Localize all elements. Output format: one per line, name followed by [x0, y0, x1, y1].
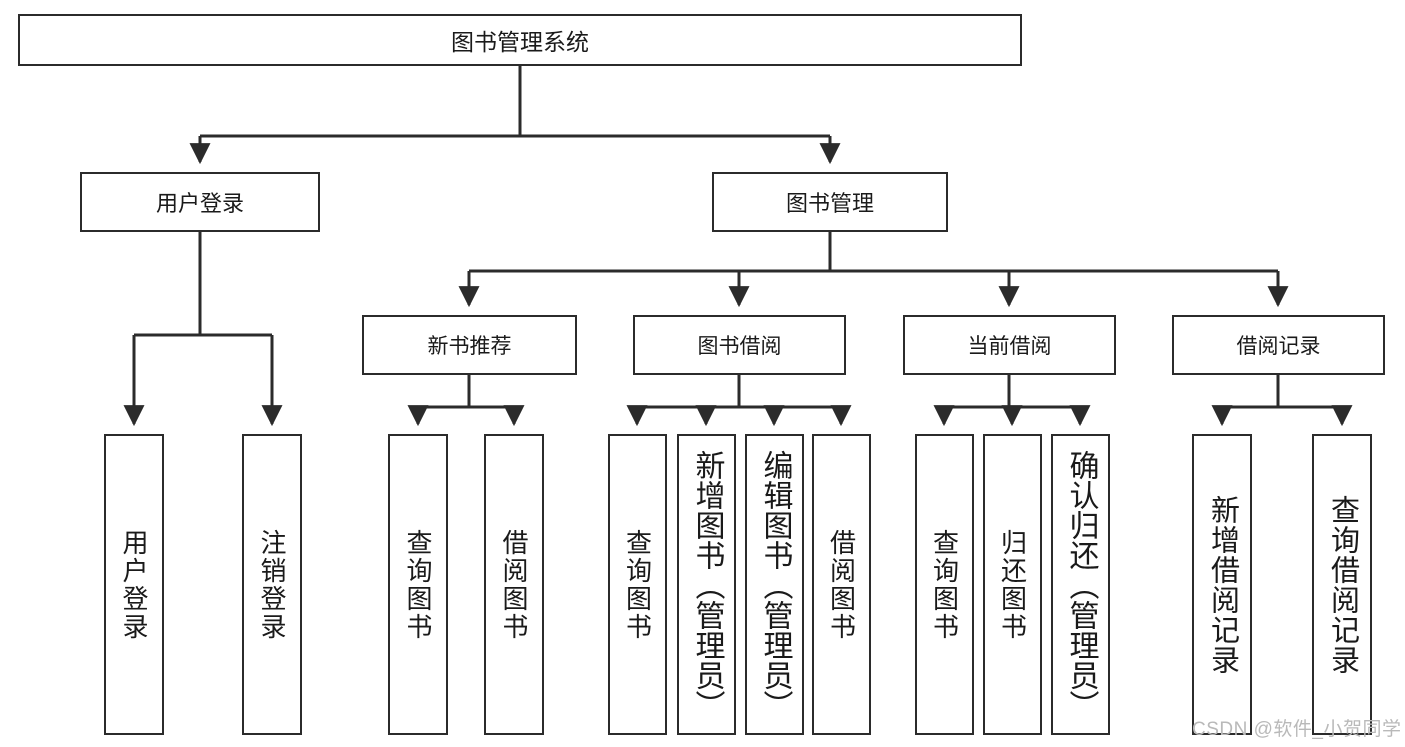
leaf-query-borrow-record[interactable]: 查询借阅记录 [1312, 434, 1372, 735]
leaf-confirm-return-admin[interactable]: 确认归还（管理员） [1051, 434, 1110, 735]
node-user-login[interactable]: 用户登录 [80, 172, 320, 232]
leaf-return-book[interactable]: 归还图书 [983, 434, 1042, 735]
leaf-query-borrow-record-label: 查询借阅记录 [1326, 494, 1359, 675]
leaf-add-borrow-record[interactable]: 新增借阅记录 [1192, 434, 1252, 735]
node-book-borrow[interactable]: 图书借阅 [633, 315, 846, 375]
leaf-confirm-return-admin-label: 确认归还（管理员） [1064, 449, 1098, 720]
leaf-edit-book-admin[interactable]: 编辑图书（管理员） [745, 434, 804, 735]
node-new-book-recommend-label: 新书推荐 [427, 335, 512, 358]
node-current-borrow[interactable]: 当前借阅 [903, 315, 1116, 375]
leaf-logout[interactable]: 注销登录 [242, 434, 302, 735]
node-root[interactable]: 图书管理系统 [18, 14, 1022, 66]
csdn-watermark: CSDN @软件_小贺同学 [1192, 719, 1402, 740]
leaf-query-book-current-label: 查询图书 [929, 528, 960, 641]
leaf-edit-book-admin-label: 编辑图书（管理员） [758, 449, 792, 720]
leaf-add-borrow-record-label: 新增借阅记录 [1206, 494, 1239, 675]
leaf-add-book-admin-label: 新增图书（管理员） [690, 449, 724, 720]
node-new-book-recommend[interactable]: 新书推荐 [362, 315, 577, 375]
node-book-management[interactable]: 图书管理 [712, 172, 948, 232]
leaf-logout-label: 注销登录 [257, 528, 287, 641]
node-root-label: 图书管理系统 [451, 29, 589, 55]
node-user-login-label: 用户登录 [155, 191, 244, 216]
node-book-borrow-label: 图书借阅 [697, 335, 782, 358]
leaf-borrow-book-recommend-label: 借阅图书 [499, 528, 529, 641]
leaf-query-book-borrow[interactable]: 查询图书 [608, 434, 667, 735]
leaf-return-book-label: 归还图书 [997, 528, 1028, 641]
leaf-query-book-recommend-label: 查询图书 [403, 528, 433, 641]
leaf-query-book-borrow-label: 查询图书 [622, 528, 653, 641]
leaf-user-login[interactable]: 用户登录 [104, 434, 164, 735]
leaf-query-book-recommend[interactable]: 查询图书 [388, 434, 448, 735]
leaf-add-book-admin[interactable]: 新增图书（管理员） [677, 434, 736, 735]
leaf-borrow-book-borrow-label: 借阅图书 [826, 528, 857, 641]
node-borrow-record-label: 借阅记录 [1236, 335, 1321, 358]
leaf-borrow-book-borrow[interactable]: 借阅图书 [812, 434, 871, 735]
node-book-management-label: 图书管理 [785, 191, 874, 216]
leaf-user-login-label: 用户登录 [119, 528, 149, 641]
node-current-borrow-label: 当前借阅 [967, 335, 1052, 358]
leaf-query-book-current[interactable]: 查询图书 [915, 434, 974, 735]
leaf-borrow-book-recommend[interactable]: 借阅图书 [484, 434, 544, 735]
node-borrow-record[interactable]: 借阅记录 [1172, 315, 1385, 375]
